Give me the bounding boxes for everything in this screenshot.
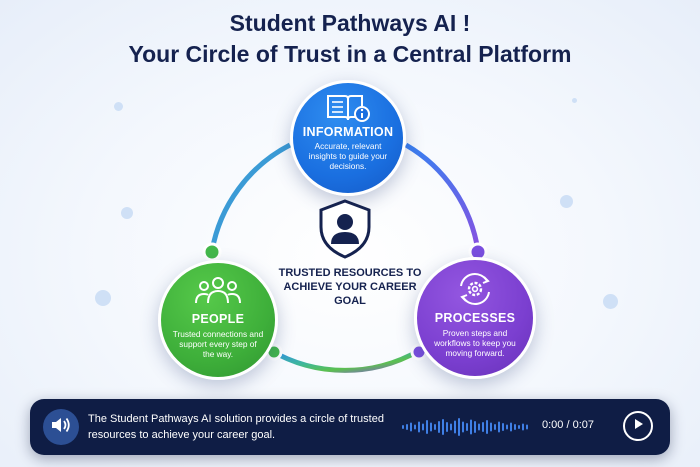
waveform-bar — [494, 424, 496, 430]
decor-dot — [560, 195, 573, 208]
node-information-title: INFORMATION — [302, 125, 394, 139]
waveform-bar — [418, 421, 420, 433]
waveform-bar — [522, 423, 524, 431]
decor-dot — [95, 290, 111, 306]
waveform-bar — [406, 424, 408, 430]
waveform-icon — [402, 418, 528, 436]
waveform-bar — [486, 420, 488, 434]
waveform-bar — [502, 423, 504, 431]
speaker-icon — [51, 416, 71, 439]
page-title: Student Pathways AI ! — [229, 10, 471, 36]
page-subtitle: Your Circle of Trust in a Central Platfo… — [128, 41, 572, 67]
waveform-bar — [434, 424, 436, 430]
waveform-bar — [514, 424, 516, 430]
play-button[interactable] — [623, 411, 653, 441]
waveform-bar — [518, 425, 520, 429]
node-processes-text: Proven steps and workflows to keep you m… — [434, 328, 516, 358]
waveform-bar — [490, 422, 492, 432]
node-people-text: Trusted connections and support every st… — [172, 329, 264, 359]
shield-person-icon — [313, 197, 377, 266]
node-people-title: PEOPLE — [191, 312, 245, 326]
audio-caption: The Student Pathways AI solution provide… — [88, 413, 384, 441]
waveform-bar — [498, 421, 500, 433]
audio-player: The Student Pathways AI solution provide… — [30, 399, 670, 455]
waveform-bar — [410, 422, 412, 432]
waveform-bar — [422, 423, 424, 431]
waveform-bar — [478, 423, 480, 431]
waveform-bar — [462, 421, 464, 433]
decor-dot — [603, 294, 618, 309]
waveform-bar — [454, 420, 456, 434]
node-information-text: Accurate, relevant insights to guide you… — [308, 141, 388, 171]
waveform-bar — [430, 422, 432, 432]
audio-time: 0:00 / 0:07 — [542, 419, 594, 431]
waveform-bar — [482, 422, 484, 432]
waveform-bar — [510, 422, 512, 432]
node-processes-title: PROCESSES — [434, 311, 516, 325]
waveform-bar — [438, 421, 440, 433]
waveform-bar — [414, 424, 416, 430]
node-information: INFORMATION Accurate, relevant insights … — [290, 80, 406, 196]
decor-dot — [114, 102, 123, 111]
decor-dot — [572, 98, 577, 103]
speaker-button[interactable] — [43, 409, 79, 445]
waveform-bar — [442, 419, 444, 435]
node-people: PEOPLE Trusted connections and support e… — [158, 260, 278, 380]
decor-dot — [121, 207, 133, 219]
center-statement: TRUSTED RESOURCES TO ACHIEVE YOUR CAREER… — [278, 267, 422, 307]
waveform-bar — [458, 418, 460, 436]
waveform-bar — [426, 420, 428, 434]
gear-cycle-icon — [417, 272, 533, 306]
waveform-bar — [446, 422, 448, 432]
waveform-bar — [506, 424, 508, 430]
waveform-bar — [450, 423, 452, 431]
people-group-icon — [161, 275, 275, 305]
waveform-bar — [470, 419, 472, 435]
waveform-bar — [526, 424, 528, 430]
play-icon — [632, 417, 644, 435]
waveform-bar — [466, 423, 468, 431]
waveform-bar — [402, 425, 404, 429]
ring-connector-dot — [202, 242, 222, 262]
book-info-icon — [293, 93, 403, 123]
waveform-bar — [474, 421, 476, 433]
node-processes: PROCESSES Proven steps and workflows to … — [414, 257, 536, 379]
